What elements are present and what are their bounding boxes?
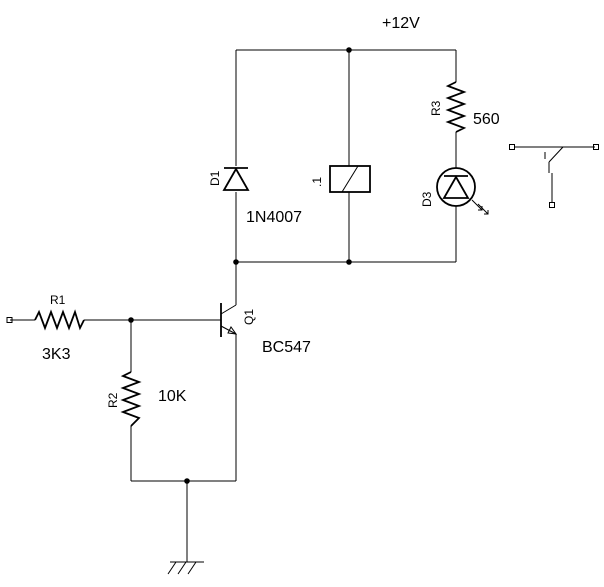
diode-d1-triangle — [222, 167, 250, 191]
diode-d1-ref: D1 — [208, 170, 222, 186]
resistor-r2-ref: R2 — [106, 392, 120, 408]
switch-terminal — [549, 202, 555, 208]
diode-d1-value: 1N4007 — [246, 209, 302, 226]
led-d3-triangle — [442, 175, 470, 199]
led-d3-ref: D3 — [420, 191, 434, 207]
junction-dots — [128, 47, 352, 484]
input-terminal — [6, 317, 13, 323]
junction-dot — [233, 259, 239, 265]
resistor-r3: R3 560 — [429, 81, 500, 133]
transistor-q1-value: BC547 — [262, 339, 311, 356]
relay-coil-symbol — [329, 165, 371, 193]
junction-dot — [346, 259, 352, 265]
ground-symbol — [167, 561, 204, 575]
led-d3: D3 — [420, 167, 489, 215]
resistor-r1: R1 3K3 — [34, 293, 85, 363]
resistor-r1-value: 3K3 — [42, 346, 71, 363]
resistor-r2-symbol — [120, 371, 142, 427]
transistor-q1-emitter — [220, 325, 237, 335]
led-d3-body — [436, 167, 476, 207]
led-d3-emission-arrows — [471, 199, 489, 215]
relay-coil: .1 — [310, 165, 371, 193]
transistor-q1: Q1 BC547 — [220, 303, 311, 356]
junction-dot — [184, 478, 190, 484]
resistor-r1-ref: R1 — [50, 293, 66, 307]
relay-coil-ref: .1 — [310, 177, 324, 187]
transistor-q1-emitter-arrow — [227, 326, 238, 335]
resistor-r2: R2 10K — [106, 371, 187, 427]
resistor-r3-ref: R3 — [429, 100, 443, 116]
supply-label: +12V — [382, 15, 420, 32]
resistor-r3-value: 560 — [473, 111, 500, 128]
transistor-q1-collector — [220, 304, 237, 315]
switch-terminal — [593, 144, 599, 150]
resistor-r3-symbol — [445, 81, 467, 133]
wires — [10, 49, 457, 562]
resistor-r2-value: 10K — [158, 388, 187, 405]
relay-contact-switch — [509, 144, 599, 208]
diode-d1: D1 1N4007 — [208, 167, 302, 226]
junction-dot — [346, 47, 352, 53]
transistor-q1-ref: Q1 — [242, 309, 256, 325]
junction-dot — [128, 317, 134, 323]
relay-coil-winding — [341, 165, 359, 193]
switch-terminal — [509, 144, 515, 150]
resistor-r1-symbol — [34, 309, 85, 331]
